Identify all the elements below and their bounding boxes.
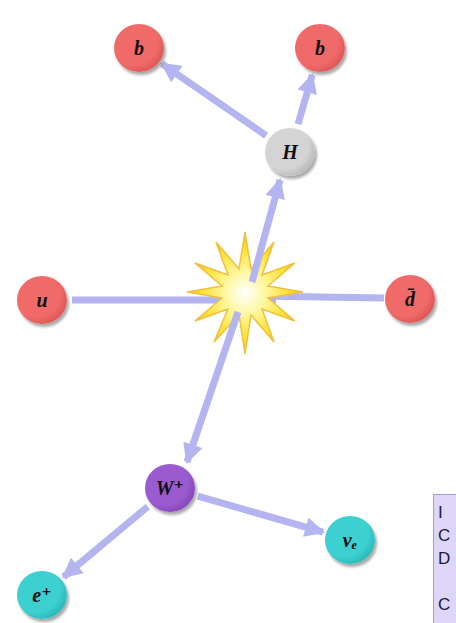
panel-text: D — [438, 549, 450, 569]
quark-particle: u — [17, 276, 67, 324]
quark-particle: b — [295, 24, 345, 72]
decay-arrow — [198, 496, 323, 532]
collision-star — [187, 232, 303, 354]
particle-symbol: b — [134, 38, 144, 58]
decay-arrow — [162, 64, 266, 136]
particle-symbol: b — [315, 38, 325, 58]
particle-symbol: H — [282, 142, 298, 162]
particle-symbol: d̄ — [405, 289, 415, 309]
particle-symbol: e⁺ — [32, 585, 51, 605]
incoming-arrow — [72, 297, 234, 304]
quark-particle: b — [114, 24, 164, 72]
particle-symbol: νₑ — [343, 530, 357, 550]
boson-particle: W⁺ — [145, 464, 195, 512]
particle-symbol: u — [36, 290, 47, 310]
info-panel: ICDC — [433, 494, 456, 623]
panel-text: C — [438, 595, 450, 615]
quark-particle: d̄ — [385, 275, 435, 323]
particle-symbol: W⁺ — [156, 478, 184, 498]
decay-arrow — [63, 507, 147, 577]
outgoing-arrow — [187, 312, 238, 462]
panel-text: C — [438, 526, 450, 546]
panel-text: I — [438, 503, 443, 523]
lepton-particle: e⁺ — [17, 571, 67, 619]
outgoing-arrow — [252, 180, 280, 282]
lepton-particle: νₑ — [325, 516, 375, 564]
boson-particle: H — [265, 128, 315, 176]
decay-arrow — [298, 75, 312, 124]
